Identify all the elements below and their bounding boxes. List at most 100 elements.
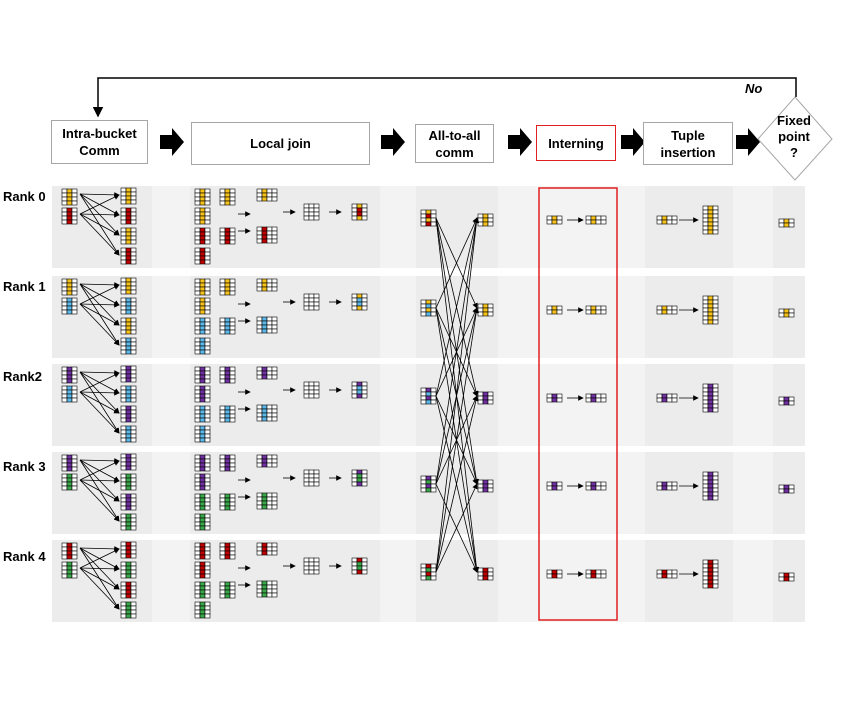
relation-table [256, 404, 263, 410]
tuple-table [671, 393, 678, 399]
relation-table [71, 546, 78, 552]
relation-table [194, 493, 201, 499]
full-relation-table [712, 471, 719, 477]
relation-table [71, 573, 78, 579]
relation-table [130, 393, 137, 399]
full-relation-table [707, 295, 714, 301]
relation-table [261, 504, 268, 510]
full-relation-table [712, 315, 719, 321]
relation-table [125, 493, 132, 499]
relation-table [120, 349, 127, 355]
full-relation-table [702, 399, 709, 405]
relation-table [66, 301, 73, 307]
relation-table [120, 497, 127, 503]
relation-table [120, 373, 127, 379]
relation-table [125, 609, 132, 615]
send-buffer-table [420, 563, 427, 569]
relation-table [219, 188, 226, 194]
relation-table [125, 377, 132, 383]
relation-table [199, 247, 206, 253]
relation-table [271, 196, 278, 202]
relation-table [130, 215, 137, 221]
relation-table [61, 301, 68, 307]
relation-table [125, 605, 132, 611]
relation-table [120, 573, 127, 579]
relation-table [66, 219, 73, 225]
relation-table [194, 485, 201, 491]
interned-table [585, 215, 592, 221]
send-buffer-table [420, 399, 427, 405]
delta-table [788, 400, 795, 406]
full-relation-table [702, 571, 709, 577]
relation-table [194, 513, 201, 519]
join-result-table [351, 207, 358, 213]
relation-table [125, 429, 132, 435]
relation-table [256, 458, 263, 464]
send-buffer-table [430, 479, 437, 485]
relation-table [120, 585, 127, 591]
full-relation-table [712, 567, 719, 573]
relation-table [66, 565, 73, 571]
relation-table [194, 305, 201, 311]
relation-table [229, 325, 236, 331]
relation-table [71, 393, 78, 399]
relation-table [266, 374, 273, 380]
join-result-table [303, 215, 310, 221]
relation-table [61, 305, 68, 311]
relation-table [261, 404, 268, 410]
relation-table [199, 497, 206, 503]
relation-table [229, 493, 236, 499]
relation-table [271, 286, 278, 292]
relation-table [120, 409, 127, 415]
relation-table [266, 412, 273, 418]
recv-buffer-table [487, 213, 494, 219]
relation-table [120, 187, 127, 193]
relation-table [130, 389, 137, 395]
relation-table [66, 389, 73, 395]
relation-table [130, 573, 137, 579]
relation-table [224, 554, 231, 560]
relation-table [271, 230, 278, 236]
relation-table [120, 365, 127, 371]
relation-table [125, 613, 132, 619]
join-result-table [303, 393, 310, 399]
relation-table [61, 286, 68, 292]
delta-table [778, 484, 785, 490]
intern-table [556, 305, 563, 311]
recv-buffer-table [477, 487, 484, 493]
relation-table [204, 286, 211, 292]
send-buffer-table [430, 311, 437, 317]
relation-table [199, 219, 206, 225]
delta-table [778, 488, 785, 494]
join-result-table [361, 569, 368, 575]
relation-table [199, 546, 206, 552]
relation-table [194, 546, 201, 552]
relation-table [204, 231, 211, 237]
relation-table [194, 290, 201, 296]
relation-table [204, 466, 211, 472]
send-buffer-table [425, 563, 432, 569]
stage-arrow [621, 128, 645, 156]
join-result-table [356, 561, 363, 567]
full-relation-table [707, 383, 714, 389]
relation-table [261, 496, 268, 502]
relation-table [61, 200, 68, 206]
relation-table [125, 437, 132, 443]
relation-table [194, 505, 201, 511]
relation-table [125, 345, 132, 351]
relation-table [120, 513, 127, 519]
all-to-all-arrow [435, 307, 480, 573]
relation-table [125, 453, 132, 459]
full-relation-table [702, 479, 709, 485]
relation-table [130, 365, 137, 371]
relation-table [266, 196, 273, 202]
relation-table [271, 192, 278, 198]
relation-table [125, 477, 132, 483]
relation-table [125, 389, 132, 395]
all-to-all-arrow [435, 395, 479, 573]
interned-table [600, 573, 607, 579]
relation-table [194, 417, 201, 423]
join-result-table [308, 297, 315, 303]
join-result-table [361, 207, 368, 213]
relation-table [120, 517, 127, 523]
